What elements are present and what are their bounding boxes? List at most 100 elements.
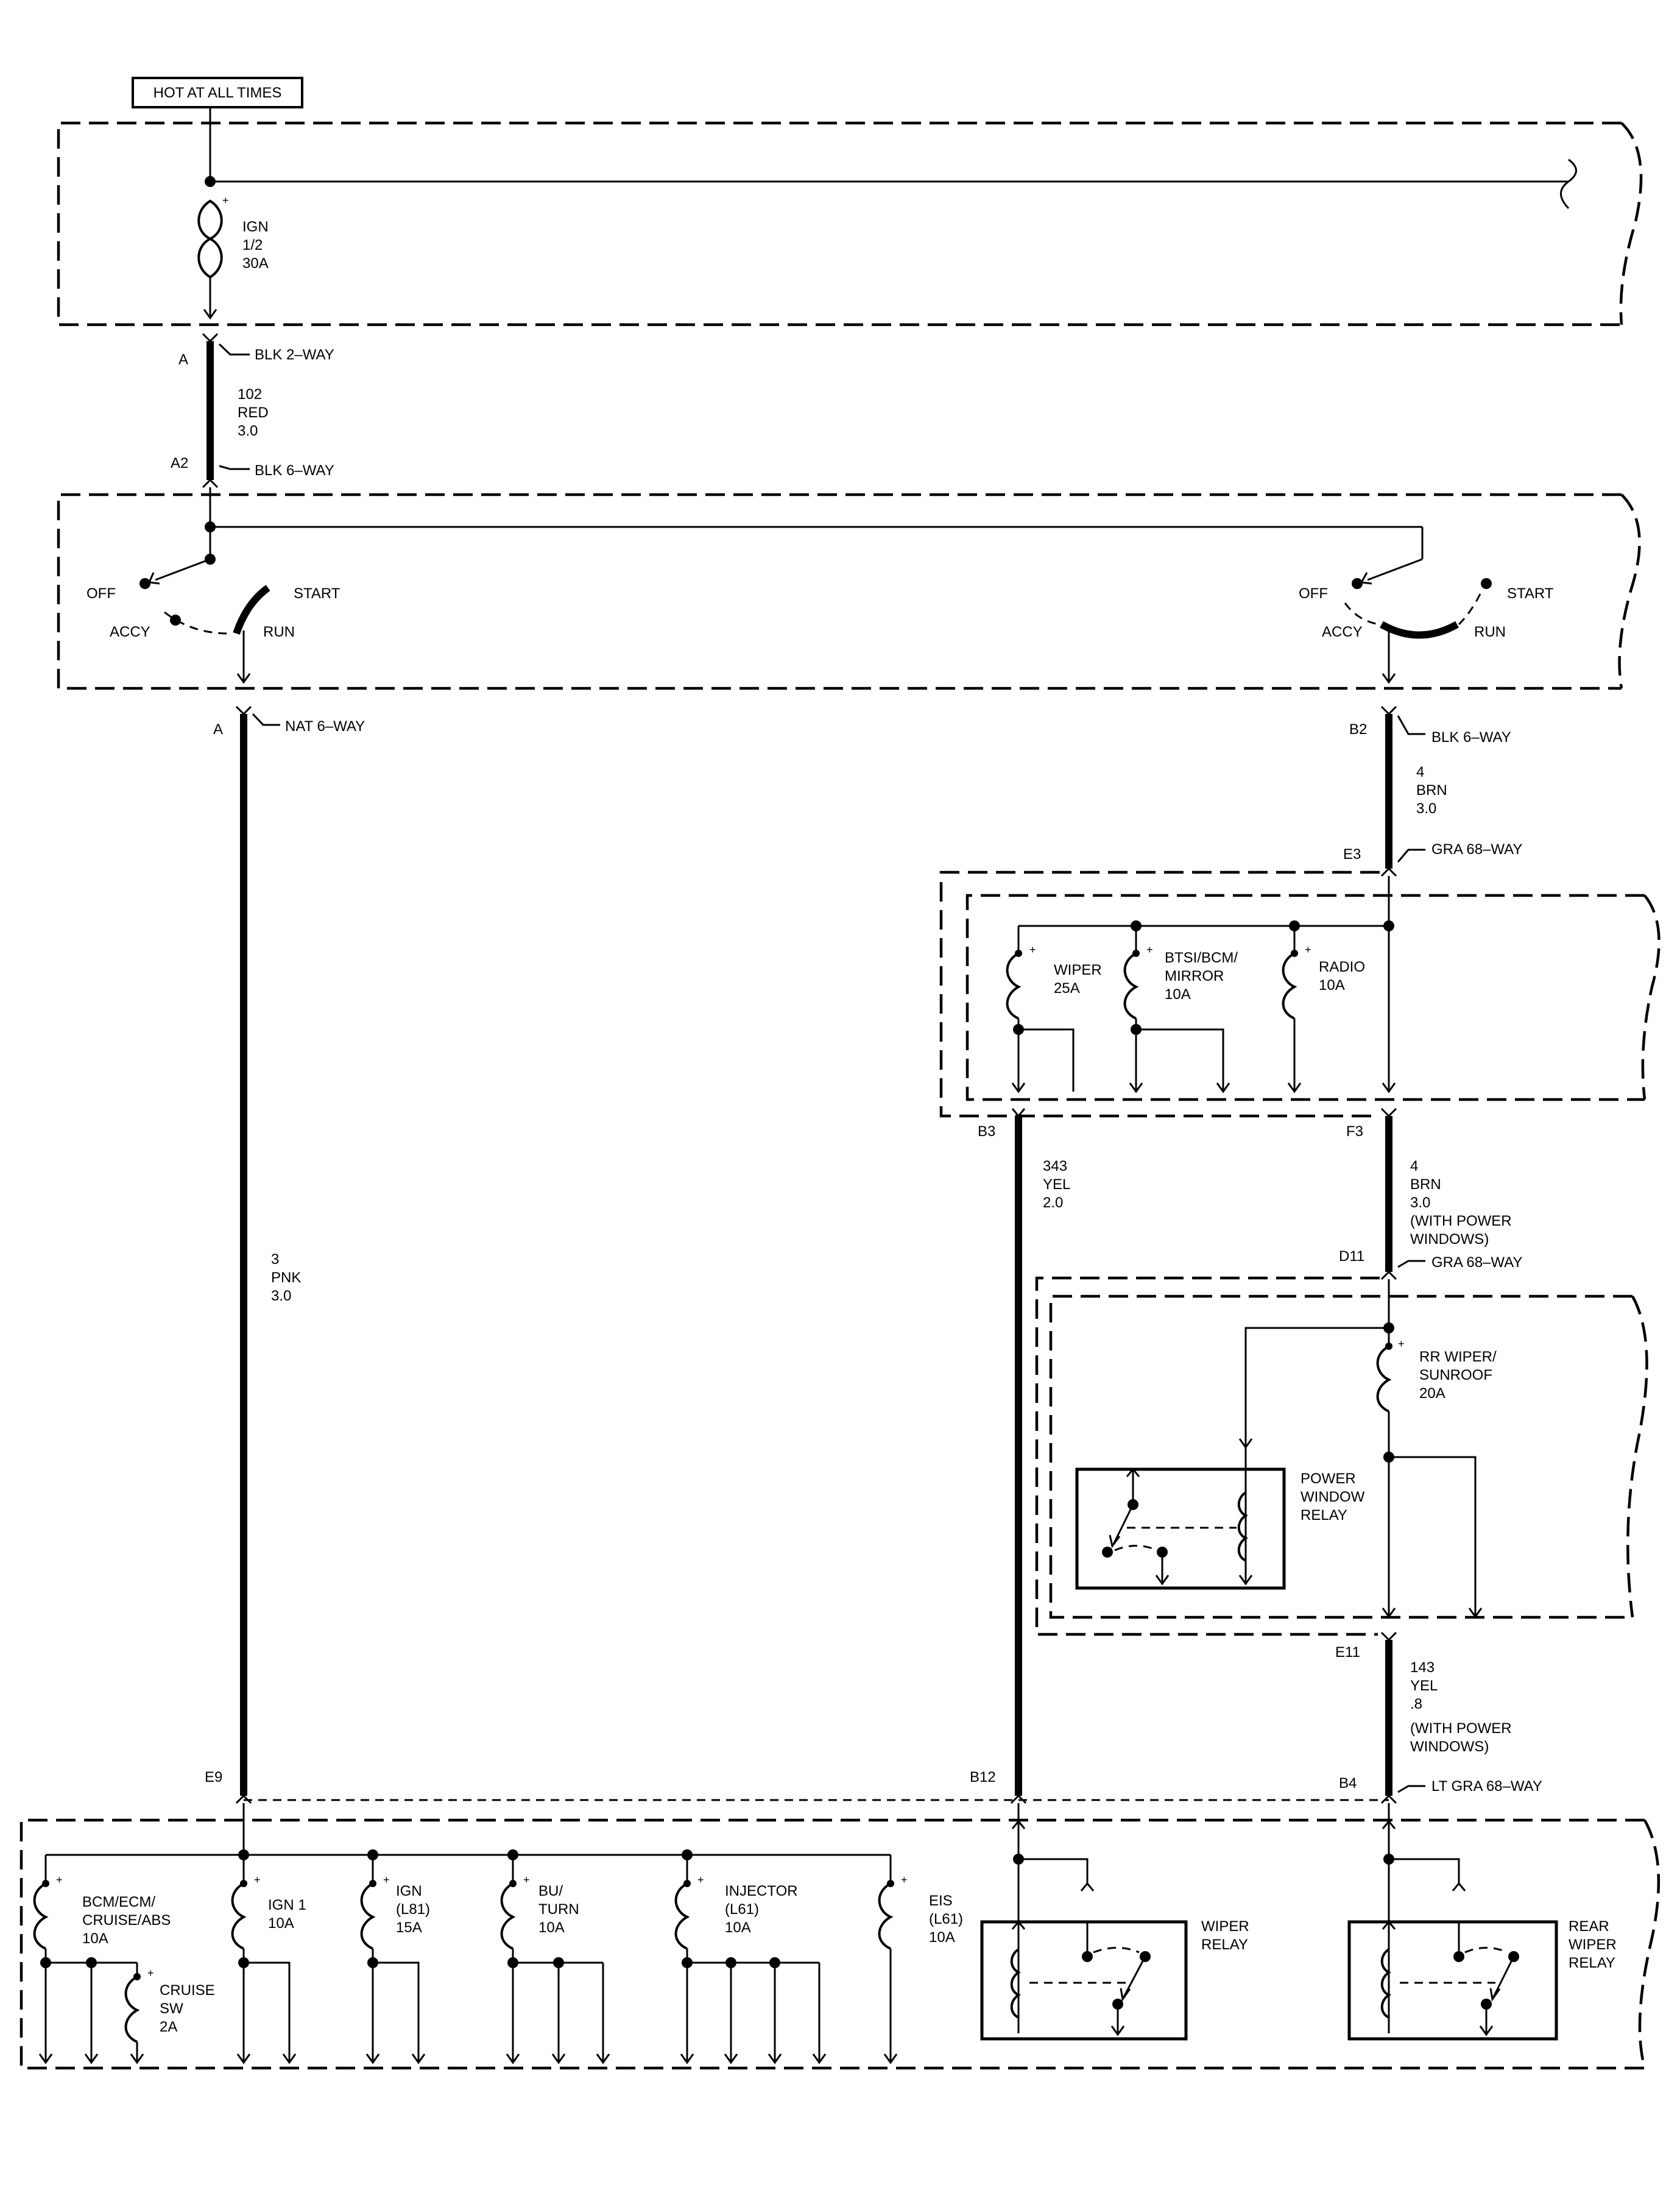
wire-4-upper-gauge: 3.0 <box>1416 800 1436 817</box>
wire-343-pin-top: B3 <box>978 1123 995 1140</box>
wire-3: A NAT 6–WAY 3 PNK 3.0 E9 <box>205 705 365 1804</box>
wire-343-circuit: 343 <box>1043 1158 1067 1174</box>
hot-at-all-times-box: HOT AT ALL TIMES <box>132 77 303 108</box>
svg-text:+: + <box>254 1874 261 1886</box>
switch-right-run-label: RUN <box>1474 624 1506 640</box>
wire-102-connector-top: BLK 2–WAY <box>255 347 334 363</box>
wire-4-upper-circuit: 4 <box>1416 764 1424 780</box>
wire-4-lower-option-2: WINDOWS) <box>1410 1231 1489 1248</box>
svg-text:+: + <box>147 1967 154 1979</box>
svg-text:+: + <box>1305 944 1311 956</box>
fuse-wiper-line2: 25A <box>1054 980 1080 997</box>
wire-343: B3 343 YEL 2.0 B12 <box>970 1108 1070 1804</box>
fuse-bu-turn-line3: 10A <box>538 1919 565 1936</box>
wire-143-color: YEL <box>1410 1678 1438 1694</box>
fuse-cruise-sw-symbol <box>124 1975 140 2043</box>
svg-text:+: + <box>697 1874 704 1886</box>
wire-3-pin-top: A <box>213 721 223 738</box>
fuse-ign-half-line2: 1/2 <box>242 237 263 253</box>
switch-left-run-label: RUN <box>263 624 295 640</box>
wire-4-lower-connector-bottom: GRA 68–WAY <box>1431 1254 1522 1271</box>
fuse-block-top: + IGN 1/2 30A <box>57 107 1643 327</box>
rear-wiper-relay-line2: WIPER <box>1569 1936 1617 1953</box>
fuse-rr-wiper-line2: SUNROOF <box>1419 1367 1492 1383</box>
wire-143-gauge: .8 <box>1410 1696 1422 1712</box>
rear-wiper-relay <box>1347 1920 1558 2041</box>
wire-102-gauge: 3.0 <box>238 423 258 439</box>
wire-4-upper-pin-top: B2 <box>1349 721 1367 738</box>
wire-3-pin-bottom: E9 <box>205 1769 222 1785</box>
svg-text:+: + <box>222 194 229 207</box>
fuse-ign-half-line3: 30A <box>242 255 269 272</box>
wire-3-circuit: 3 <box>271 1251 279 1268</box>
svg-text:+: + <box>1146 944 1153 956</box>
fuse-btsi-line2: MIRROR <box>1165 968 1224 984</box>
fuse-radio-line2: 10A <box>1319 977 1345 994</box>
switch-left-start-label: START <box>294 585 341 602</box>
fuse-cruise-sw-line3: 2A <box>160 2019 177 2035</box>
fuse-rr-wiper-line1: RR WIPER/ <box>1419 1349 1497 1365</box>
fuse-eis-symbol <box>878 1882 894 1950</box>
fuse-ign-l81-symbol <box>360 1882 376 1950</box>
wiper-relay-line1: WIPER <box>1201 1918 1249 1935</box>
power-window-relay <box>1075 1467 1286 1590</box>
svg-text:+: + <box>1029 944 1036 956</box>
svg-text:+: + <box>523 1874 530 1886</box>
wire-4-lower-gauge: 3.0 <box>1410 1195 1430 1211</box>
fuse-bu-turn-line2: TURN <box>538 1901 579 1918</box>
wire-3-color: PNK <box>271 1269 301 1286</box>
switch-right-accy-label: ACCY <box>1322 624 1363 640</box>
switch-left-off-label: OFF <box>86 585 116 602</box>
svg-text:+: + <box>56 1874 63 1886</box>
fuse-eis-line1: EIS <box>929 1893 953 1909</box>
wire-102-connector-bottom: BLK 6–WAY <box>255 462 334 479</box>
wire-4-lower: F3 4 BRN 3.0 (WITH POWER WINDOWS) D11 GR… <box>1339 1107 1522 1280</box>
wire-143-option-2: WINDOWS) <box>1410 1739 1489 1755</box>
fuse-cruise-sw-line2: SW <box>160 2000 183 2017</box>
fuse-cruise-sw-line1: CRUISE <box>160 1982 215 1999</box>
hot-label: HOT AT ALL TIMES <box>154 85 282 101</box>
fuse-bu-turn-line1: BU/ <box>538 1883 563 1899</box>
fuse-radio-symbol <box>1282 952 1297 1020</box>
fuse-eis-line3: 10A <box>929 1929 955 1946</box>
fuse-bcm-ecm-symbol <box>33 1882 49 1950</box>
wire-102-color: RED <box>238 404 269 421</box>
fuse-radio-line1: RADIO <box>1319 959 1365 975</box>
svg-text:+: + <box>901 1874 908 1886</box>
wire-3-gauge: 3.0 <box>271 1288 291 1304</box>
wire-102: A BLK 2–WAY 102 RED 3.0 A2 BLK 6–WAY <box>171 333 334 496</box>
fuse-ign1-line1: IGN 1 <box>268 1897 306 1913</box>
fuse-wiper-line1: WIPER <box>1054 962 1102 978</box>
fuse-bcm-ecm-line1: BCM/ECM/ <box>82 1894 155 1910</box>
power-window-relay-line2: WINDOW <box>1301 1489 1365 1505</box>
power-window-relay-line1: POWER <box>1301 1470 1356 1487</box>
wire-3-connector-top: NAT 6–WAY <box>285 718 365 735</box>
wire-4-upper-pin-bottom: E3 <box>1343 846 1361 863</box>
switch-right-start-label: START <box>1507 585 1554 602</box>
wire-143-connector-bottom: LT GRA 68–WAY <box>1431 1778 1542 1795</box>
wire-143: E11 143 YEL .8 (WITH POWER WINDOWS) B4 L… <box>1335 1631 1542 1804</box>
fuse-bcm-ecm-line3: 10A <box>82 1930 108 1947</box>
fuse-block-mid: + WIPER 25A + BTSI/BCM/ MIRROR 10A + RAD… <box>939 870 1661 1118</box>
fuse-btsi-line3: 10A <box>1165 986 1191 1003</box>
fuse-ign-l81-line1: IGN <box>396 1883 422 1899</box>
wire-4-lower-pin-top: F3 <box>1346 1123 1363 1140</box>
ignition-switch: OFF START ACCY RUN OFF START ACCY RUN <box>57 493 1641 690</box>
wire-102-pin-bottom: A2 <box>171 455 188 471</box>
fuse-wiper-symbol <box>1006 952 1022 1020</box>
rear-wiper-relay-line1: REAR <box>1569 1918 1609 1935</box>
fuse-ign-l81-line3: 15A <box>396 1919 422 1936</box>
fuse-injector-line1: INJECTOR <box>725 1883 798 1899</box>
fuse-injector-symbol <box>674 1882 690 1950</box>
fuse-bu-turn-symbol <box>500 1882 516 1950</box>
wire-4-upper-connector-top: BLK 6–WAY <box>1431 729 1511 746</box>
wire-343-gauge: 2.0 <box>1043 1195 1063 1211</box>
wire-102-circuit: 102 <box>238 386 262 403</box>
fuse-ign-half-line1: IGN <box>242 219 269 235</box>
wire-4-upper-color: BRN <box>1416 782 1447 799</box>
wire-143-pin-bottom: B4 <box>1339 1775 1357 1792</box>
wire-4-lower-color: BRN <box>1410 1176 1441 1193</box>
fuse-ign-l81-line2: (L81) <box>396 1901 430 1918</box>
fuse-injector-line2: (L61) <box>725 1901 759 1918</box>
